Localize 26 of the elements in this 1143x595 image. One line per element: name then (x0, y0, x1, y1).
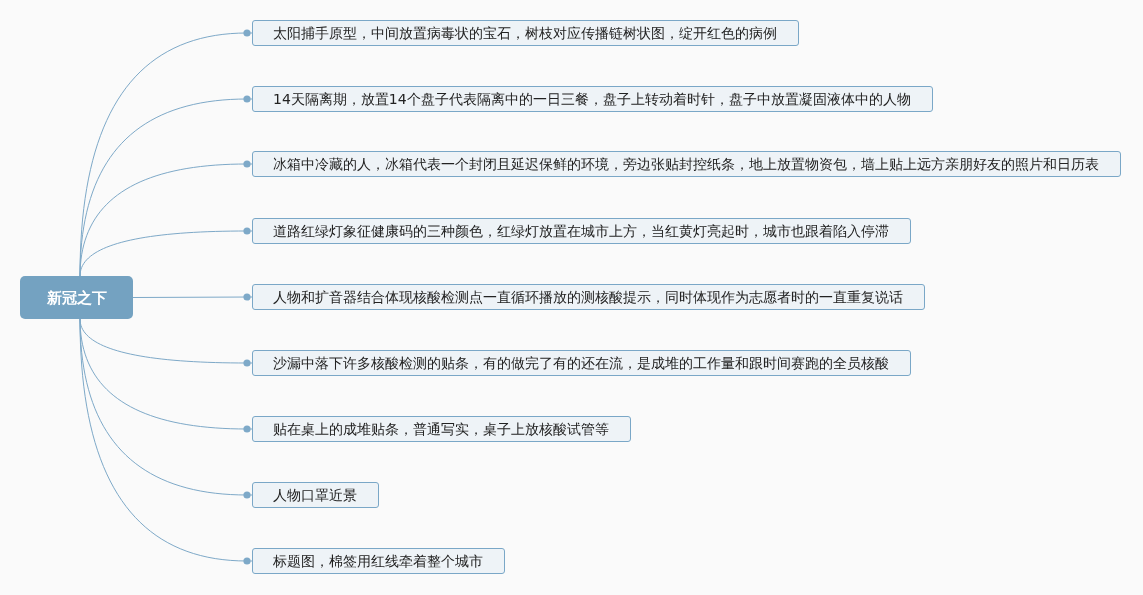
connector (79, 160, 253, 277)
subtopic-box (252, 218, 911, 244)
subtopic-label: 冰箱中冷藏的人，冰箱代表一个封闭且延迟保鲜的环境，旁边张贴封控纸条，地上放置物资包，墙上贴上远方亲朋好友的照片和日历表 (273, 155, 1099, 173)
subtopic-label: 道路红绿灯象征健康码的三种颜色，红绿灯放置在城市上方，当红黄灯亮起时，城市也跟着陷入停滞 (273, 222, 889, 240)
topic-label: 新冠之下 (46, 288, 107, 307)
subtopic-box (252, 86, 933, 112)
subtopic-box (252, 151, 1121, 177)
subtopic-label: 贴在桌上的成堆贴条，普通写实，桌子上放核酸试管等 (273, 420, 609, 438)
subtopic-box (252, 350, 911, 376)
subtopic-label: 人物和扩音器结合体现核酸检测点一直循环播放的测核酸提示，同时体现作为志愿者时的一直重复说话 (273, 288, 903, 306)
subtopic-label: 沙漏中落下许多核酸检测的贴条，有的做完了有的还在流，是成堆的工作量和跟时间赛跑的全员核酸 (273, 354, 889, 372)
topic-box (20, 276, 133, 319)
subtopic-label: 14天隔离期，放置14个盘子代表隔离中的一日三餐，盘子上转动着时针，盘子中放置凝固液体中的人物 (273, 90, 911, 108)
subtopic-box (252, 482, 379, 508)
connector (79, 227, 253, 277)
subtopic-label: 人物口罩近景 (273, 486, 357, 504)
connector (79, 318, 253, 565)
connector (79, 318, 253, 433)
subtopic-box (252, 548, 505, 574)
subtopic-box (252, 416, 631, 442)
subtopic-box (252, 20, 799, 46)
connector (79, 318, 253, 367)
subtopic-label: 太阳捕手原型，中间放置病毒状的宝石，树枝对应传播链树状图，绽开红色的病例 (273, 24, 777, 42)
connector (132, 293, 253, 301)
subtopic-label: 标题图，棉签用红线牵着整个城市 (273, 552, 483, 570)
subtopic-box (252, 284, 925, 310)
